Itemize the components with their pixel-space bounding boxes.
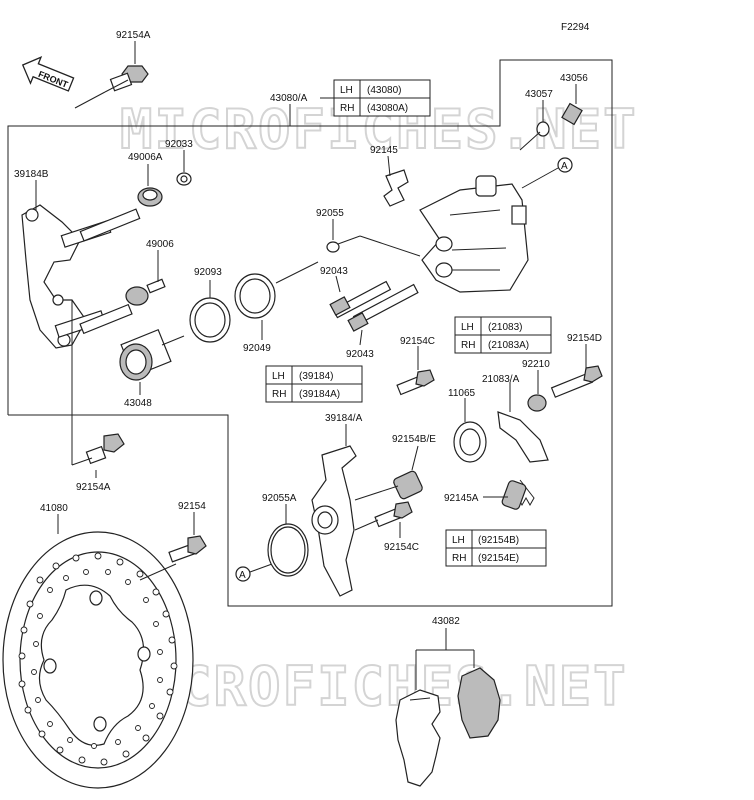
label-92033: 92033 xyxy=(165,139,193,150)
label-92154a-top: 92154A xyxy=(116,30,151,41)
table-21083-lh-val: (21083) xyxy=(488,322,522,333)
label-11065: 11065 xyxy=(448,388,476,399)
label-92154d: 92154D xyxy=(567,333,602,344)
piston-43048 xyxy=(119,328,185,381)
cap-43057 xyxy=(536,121,550,137)
label-41080: 41080 xyxy=(40,503,68,514)
label-92049: 92049 xyxy=(243,343,271,354)
table-21083: LH (21083) RH (21083A) xyxy=(454,316,552,354)
label-92154c-top: 92154C xyxy=(400,336,435,347)
table-43080: LH (43080) RH (43080A) xyxy=(333,79,431,117)
bolt-92154d xyxy=(550,365,603,398)
caliper-body xyxy=(419,175,529,293)
table-92154-rh: RH xyxy=(452,553,466,564)
label-43080a: 43080/A xyxy=(270,93,308,104)
nut-92210 xyxy=(527,394,547,412)
label-92055a: 92055A xyxy=(262,493,297,504)
table-43080-rh-val: (43080A) xyxy=(367,103,408,114)
bolt-92154a-bottom xyxy=(85,433,125,465)
diagram-code: F2294 xyxy=(561,22,590,33)
callout-a-top-label: A xyxy=(561,161,568,172)
label-92154: 92154 xyxy=(178,501,206,512)
label-92055: 92055 xyxy=(316,208,344,219)
guide-pin-92043-b xyxy=(347,283,419,332)
table-21083-rh: RH xyxy=(461,340,475,351)
bleeder-43056 xyxy=(561,102,583,126)
callout-a-bottom-label: A xyxy=(239,570,246,581)
label-92043-b: 92043 xyxy=(346,349,374,360)
label-92043-a: 92043 xyxy=(320,266,348,277)
frame-main xyxy=(8,59,613,607)
table-21083-rh-val: (21083A) xyxy=(488,340,529,351)
label-39184b: 39184B xyxy=(14,169,49,180)
table-92154-lh-val: (92154B) xyxy=(478,535,519,546)
label-49006: 49006 xyxy=(146,239,174,250)
label-49006a: 49006A xyxy=(128,152,163,163)
pin-bolt-49006 xyxy=(79,278,166,335)
label-21083a: 21083/A xyxy=(482,374,520,385)
brake-disc-41080 xyxy=(2,531,194,789)
table-92154-lh: LH xyxy=(452,535,465,546)
label-43048: 43048 xyxy=(124,398,152,409)
table-92154-rh-val: (92154E) xyxy=(478,553,519,564)
label-92154c-bottom: 92154C xyxy=(384,542,419,553)
label-43082: 43082 xyxy=(432,616,460,627)
bracket-39184a xyxy=(311,445,357,597)
bolt-92154 xyxy=(168,535,207,563)
table-21083-lh: LH xyxy=(461,322,474,333)
leader-lines xyxy=(35,84,587,538)
label-92145: 92145 xyxy=(370,145,398,156)
table-43080-rh: RH xyxy=(340,103,354,114)
guide-pin-92043-a xyxy=(329,280,392,319)
label-43056: 43056 xyxy=(560,73,588,84)
clip-92145 xyxy=(383,169,409,207)
callout-a-top xyxy=(557,157,573,173)
label-92154a-bottom: 92154A xyxy=(76,482,111,493)
front-arrow-icon: FRONT xyxy=(21,56,75,92)
table-43080-lh: LH xyxy=(340,85,353,96)
table-39184-rh: RH xyxy=(272,389,286,400)
label-92093: 92093 xyxy=(194,267,222,278)
table-39184-rh-val: (39184A) xyxy=(299,389,340,400)
table-92154: LH (92154B) RH (92154E) xyxy=(445,529,547,567)
table-39184-lh-val: (39184) xyxy=(299,371,333,382)
watermark-bottom: MICROFICHES.NET xyxy=(110,655,628,718)
brake-pads-43082 xyxy=(395,667,501,787)
spring-92145a xyxy=(501,479,535,510)
label-43057: 43057 xyxy=(525,89,553,100)
frame-left-upper xyxy=(7,125,85,415)
arm-21083 xyxy=(497,411,549,463)
bolt-92154c-bottom xyxy=(374,501,413,528)
bolt-92154c-top xyxy=(396,369,435,396)
table-43080-lh-val: (43080) xyxy=(367,85,401,96)
part-labels: 92154A 43080/A 43056 43057 39184B 49006A… xyxy=(14,30,602,627)
oring-92055 xyxy=(326,241,340,253)
bolt-92154a-top xyxy=(74,65,149,109)
label-92210: 92210 xyxy=(522,359,550,370)
callout-a-bottom xyxy=(235,566,251,582)
pin-bolt-49006a xyxy=(79,187,163,242)
label-92154be: 92154B/E xyxy=(392,434,436,445)
table-39184: LH (39184) RH (39184A) xyxy=(265,365,363,403)
disc-holes xyxy=(18,552,178,766)
table-39184-lh: LH xyxy=(272,371,285,382)
spring-92154be xyxy=(393,470,423,500)
label-39184a: 39184/A xyxy=(325,413,363,424)
label-92145a: 92145A xyxy=(444,493,479,504)
